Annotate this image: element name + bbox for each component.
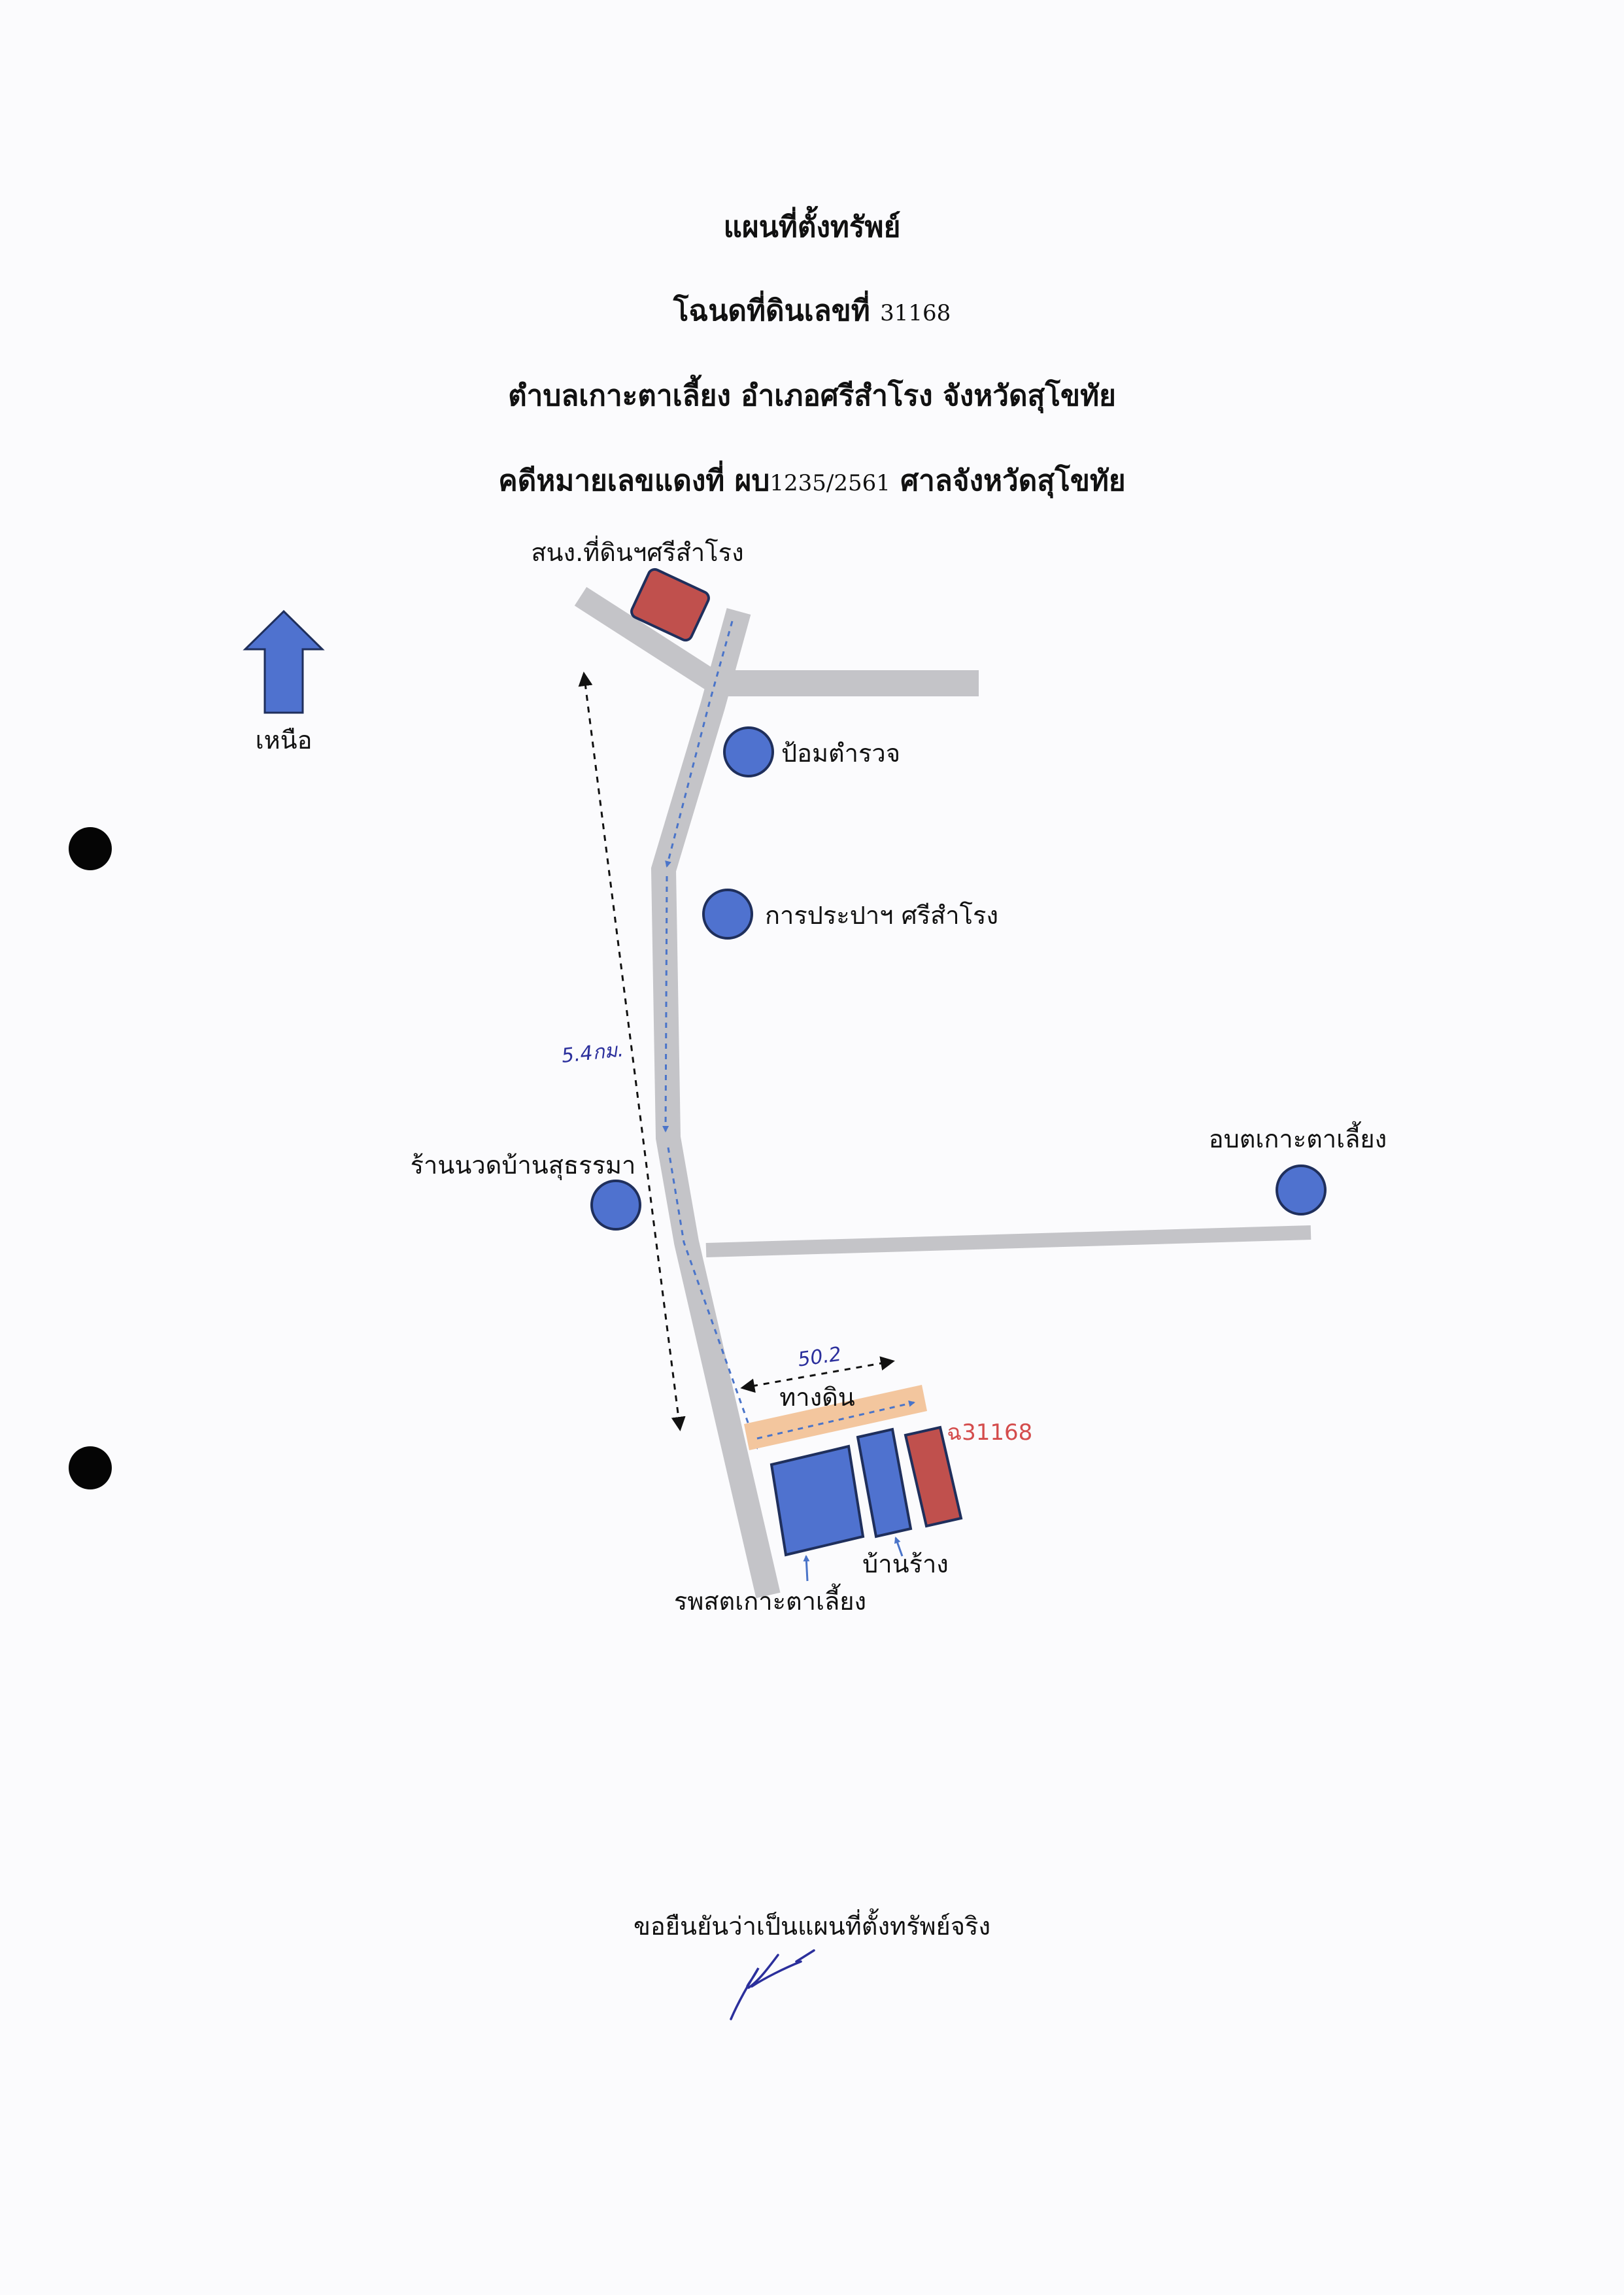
distance-main-label: 5.4กม. [560,1038,624,1068]
case-court: ศาลจังหวัดสุโขทัย [900,464,1126,498]
distance-line [578,672,686,1431]
case-prefix: คดีหมายเลขแดงที่ ผบ [498,464,770,498]
pointer-arrow [803,1555,810,1582]
massage-shop-marker [590,1180,641,1231]
distance-dirt-road-label: 50.2 [796,1343,843,1372]
route-dashed [665,620,734,868]
water-authority-label: การประปาฯ ศรีสำโรง [765,901,998,930]
roads [574,586,1311,1599]
case-number: 1235/2561 [770,470,890,496]
punch-hole [69,827,112,870]
massage-shop-label: ร้านนวดบ้านสุธรรมา [411,1151,636,1180]
land-office-label: สนง.ที่ดินฯศรีสำโรง [531,536,743,567]
deed-number: 31168 [880,300,951,326]
signature [730,1949,815,2020]
water-authority-marker [702,889,753,940]
deed-line: โฉนดที่ดินเลขที่ 31168 [0,288,1624,333]
dirt-road-length-line [740,1356,895,1393]
police-box-label: ป้อมตำรวจ [781,739,900,768]
health-hospital-building [770,1444,865,1557]
north-arrow-icon [243,609,325,714]
north-label: เหนือ [256,726,313,755]
abandoned-house-label: บ้านร้าง [862,1550,949,1578]
location-line: ตำบลเกาะตาเลี้ยง อำเภอศรีสำโรง จังหวัดสุ… [508,379,1116,413]
document-title: แผนที่ตั้งทรัพย์ [723,211,901,244]
sao-marker [1276,1164,1327,1216]
dirt-road [744,1385,927,1450]
punch-hole [69,1446,112,1489]
sao-label: อบตเกาะตาเลี้ยง [1209,1121,1387,1153]
deed-prefix: โฉนดที่ดินเลขที่ [673,294,870,328]
deed-plot [904,1425,963,1528]
pointer-arrow [894,1537,904,1557]
certification-text: ขอยืนยันว่าเป็นแผนที่ตั้งทรัพย์จริง [633,1912,991,1941]
health-hospital-label: รพสตเกาะตาเลี้ยง [674,1583,866,1616]
dirt-road-label: ทางดิน [779,1383,855,1412]
road-east-bottom [705,1225,1311,1257]
road-northwest [574,586,722,693]
case-line: คดีหมายเลขแดงที่ ผบ1235/2561 ศาลจังหวัดส… [0,458,1624,503]
abandoned-house-building [856,1427,913,1538]
police-box-marker [723,726,774,777]
deed-marker-label: ฉ31168 [947,1420,1032,1446]
land-office-marker [630,568,710,642]
